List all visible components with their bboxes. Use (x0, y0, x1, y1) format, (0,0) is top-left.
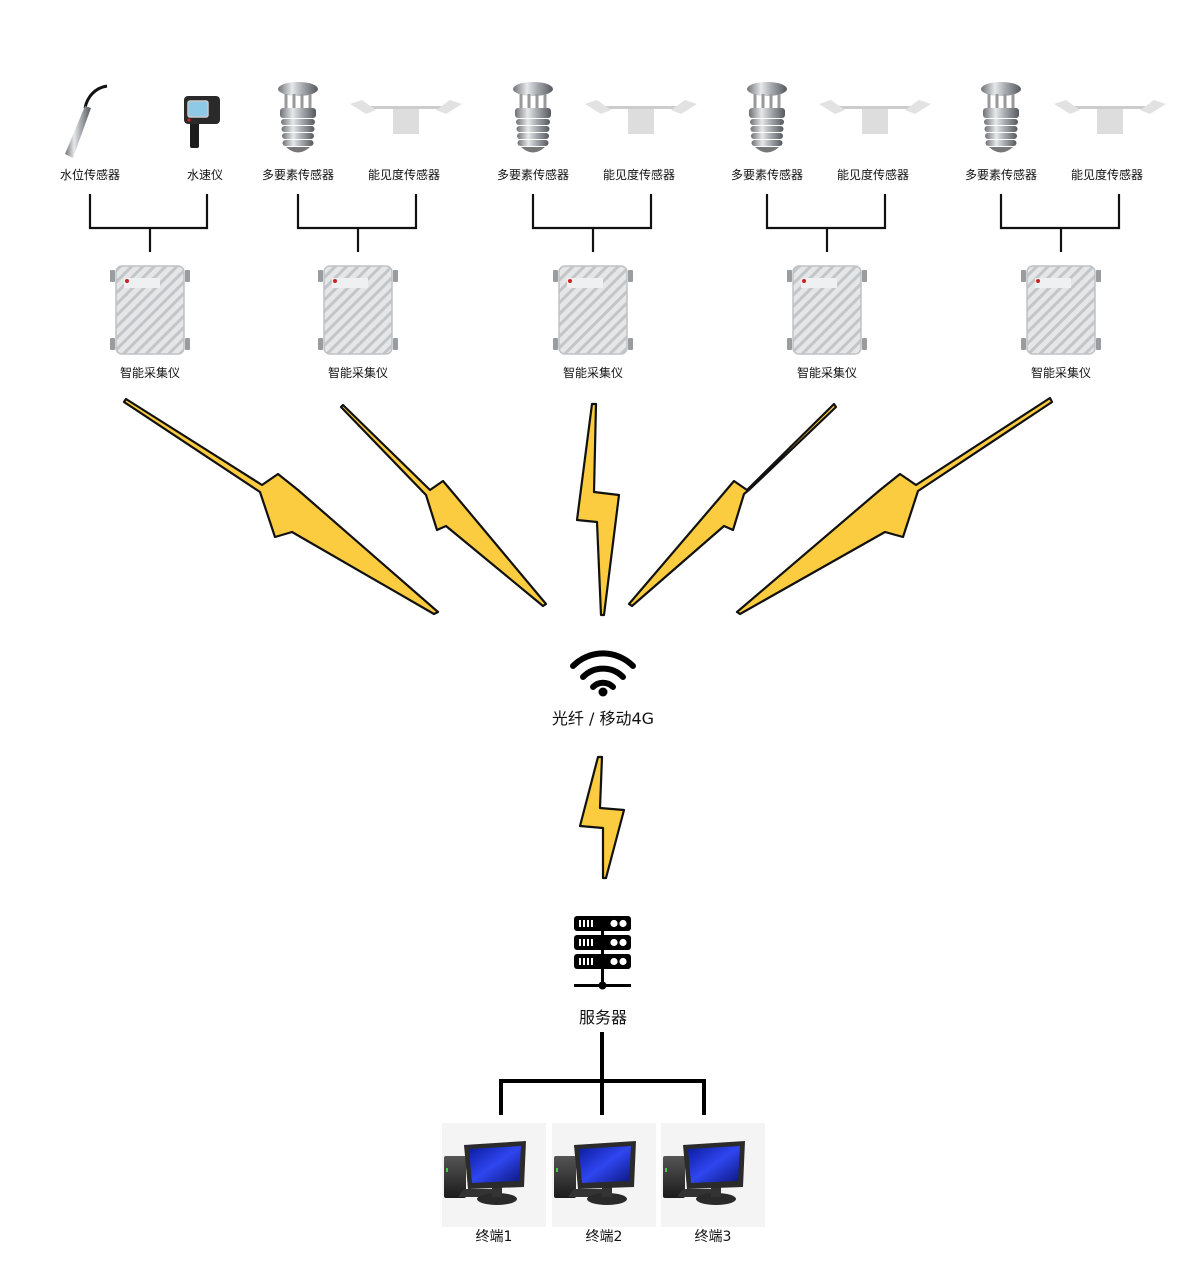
network-label: 光纤 / 移动4G (552, 709, 654, 728)
sensor-node: 能见度传感器 (1054, 100, 1166, 182)
smart-collector-icon (110, 265, 190, 355)
lightning-bolt-icon (627, 402, 838, 608)
sensor-node: 多要素传感器 (497, 82, 569, 182)
smart-collector-icon (318, 265, 398, 355)
collector-label: 智能采集仪 (563, 365, 623, 380)
sensor-label: 多要素传感器 (731, 167, 803, 182)
sensor-label: 能见度传感器 (603, 167, 675, 182)
collector-label: 智能采集仪 (1031, 365, 1091, 380)
sensor-label: 水位传感器 (60, 167, 120, 182)
sensor-node: 能见度传感器 (350, 100, 462, 182)
desktop-computer-icon (444, 1141, 526, 1205)
water-level-sensor-icon (65, 84, 108, 158)
terminal-node: 终端1 (442, 1123, 546, 1245)
collector-label: 智能采集仪 (120, 365, 180, 380)
multi-element-sensor-icon (278, 82, 318, 153)
sensor-bracket (531, 194, 653, 252)
lightning-bolt-icon (575, 402, 621, 617)
sensor-label: 能见度传感器 (1071, 167, 1143, 182)
lightning-bolt-icon (578, 755, 626, 880)
visibility-sensor-icon (585, 100, 697, 134)
sensor-node: 多要素传感器 (965, 82, 1037, 182)
sensor-node: 能见度传感器 (585, 100, 697, 182)
smart-collector-icon (553, 265, 633, 355)
sensor-node: 多要素传感器 (731, 82, 803, 182)
lightning-bolt-icon (339, 403, 548, 608)
server-icon (574, 916, 631, 990)
multi-element-sensor-icon (513, 82, 553, 153)
wifi-icon (570, 650, 636, 697)
sensor-node: 水位传感器 (60, 84, 120, 182)
collector-label: 智能采集仪 (797, 365, 857, 380)
flow-meter-icon (184, 96, 220, 148)
desktop-computer-icon (663, 1141, 745, 1205)
sensor-bracket (765, 194, 887, 252)
lightning-bolt-icon (122, 397, 440, 616)
visibility-sensor-icon (819, 100, 931, 134)
terminal-label: 终端1 (476, 1229, 513, 1245)
multi-element-sensor-icon (747, 82, 787, 153)
sensor-node: 水速仪 (184, 96, 223, 182)
visibility-sensor-icon (350, 100, 462, 134)
sensor-label: 多要素传感器 (965, 167, 1037, 182)
collector-label: 智能采集仪 (328, 365, 388, 380)
visibility-sensor-icon (1054, 100, 1166, 134)
sensor-label: 能见度传感器 (368, 167, 440, 182)
multi-element-sensor-icon (981, 82, 1021, 153)
terminal-node: 终端2 (552, 1123, 656, 1245)
smart-collector-icon (787, 265, 867, 355)
sensor-label: 多要素传感器 (497, 167, 569, 182)
terminal-label: 终端2 (586, 1229, 623, 1245)
sensor-label: 多要素传感器 (262, 167, 334, 182)
terminal-node: 终端3 (661, 1123, 765, 1245)
wireless-links (122, 396, 1054, 880)
sensor-node: 能见度传感器 (819, 100, 931, 182)
server-label: 服务器 (579, 1008, 627, 1027)
sensor-bracket (296, 194, 418, 252)
sensor-bracket (88, 194, 209, 252)
server-terminal-wiring (499, 1032, 706, 1115)
terminal-label: 终端3 (695, 1229, 732, 1245)
smart-collector-icon (1021, 265, 1101, 355)
sensor-bracket (999, 194, 1121, 252)
lightning-bolt-icon (735, 396, 1054, 616)
sensor-label: 水速仪 (187, 168, 223, 182)
sensor-node: 多要素传感器 (262, 82, 334, 182)
desktop-computer-icon (554, 1141, 636, 1205)
sensor-label: 能见度传感器 (837, 167, 909, 182)
